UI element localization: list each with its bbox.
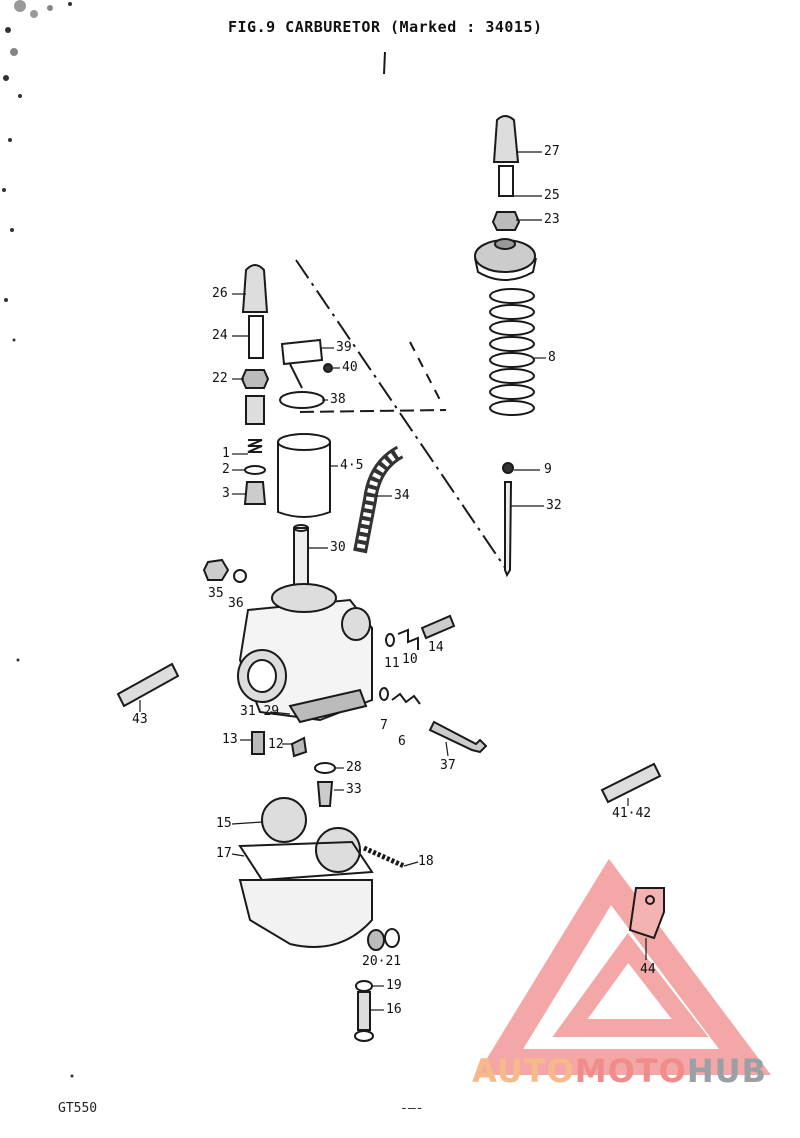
- part-label-13: 13: [222, 732, 238, 747]
- part-label-34: 34: [394, 488, 410, 503]
- part-label-6: 6: [398, 734, 406, 749]
- part-label-31-29: 31·29: [240, 704, 280, 719]
- part-label-22: 22: [212, 371, 228, 386]
- watermark-part-auto: AUTO: [472, 1052, 575, 1090]
- part-label-20-21: 20·21: [362, 954, 402, 969]
- part-label-1: 1: [222, 446, 230, 461]
- part-label-44: 44: [640, 962, 656, 977]
- part-label-9: 9: [544, 462, 552, 477]
- part-label-38: 38: [330, 392, 346, 407]
- watermark-part-moto: MOTO: [574, 1052, 687, 1090]
- footer-page: -—-: [400, 1101, 424, 1116]
- part-label-4-5: 4·5: [340, 458, 364, 473]
- part-label-27: 27: [544, 144, 560, 159]
- part-label-28: 28: [346, 760, 362, 775]
- part-label-14: 14: [428, 640, 444, 655]
- part-label-33: 33: [346, 782, 362, 797]
- part-label-12: 12: [268, 737, 284, 752]
- part-label-3: 3: [222, 486, 230, 501]
- part-label-32: 32: [546, 498, 562, 513]
- part-label-18: 18: [418, 854, 434, 869]
- part-label-43: 43: [132, 712, 148, 727]
- part-label-8: 8: [548, 350, 556, 365]
- figure-title: FIG.9 CARBURETOR (Marked : 34015): [228, 18, 543, 36]
- part-label-37: 37: [440, 758, 456, 773]
- part-label-24: 24: [212, 328, 228, 343]
- part-label-36: 36: [228, 596, 244, 611]
- part-label-25: 25: [544, 188, 560, 203]
- part-label-17: 17: [216, 846, 232, 861]
- scan-noise: [2, 0, 74, 1078]
- part-label-15: 15: [216, 816, 232, 831]
- part-label-40: 40: [342, 360, 358, 375]
- part-label-39: 39: [336, 340, 352, 355]
- part-label-7: 7: [380, 718, 388, 733]
- part-label-19: 19: [386, 978, 402, 993]
- part-label-41-42: 41·42: [612, 806, 652, 821]
- part-label-26: 26: [212, 286, 228, 301]
- footer-model: GT550: [58, 1101, 98, 1116]
- watermark-part-hub: HUB: [686, 1052, 768, 1090]
- part-label-30: 30: [330, 540, 346, 555]
- part-label-2: 2: [222, 462, 230, 477]
- watermark-logo: [476, 858, 771, 1075]
- watermark-text: AUTOMOTOHUB: [472, 1052, 767, 1090]
- part-label-23: 23: [544, 212, 560, 227]
- part-label-16: 16: [386, 1002, 402, 1017]
- part-label-35: 35: [208, 586, 224, 601]
- parts-art: [116, 51, 665, 1042]
- part-label-11: 11: [384, 656, 400, 671]
- part-label-10: 10: [402, 652, 418, 667]
